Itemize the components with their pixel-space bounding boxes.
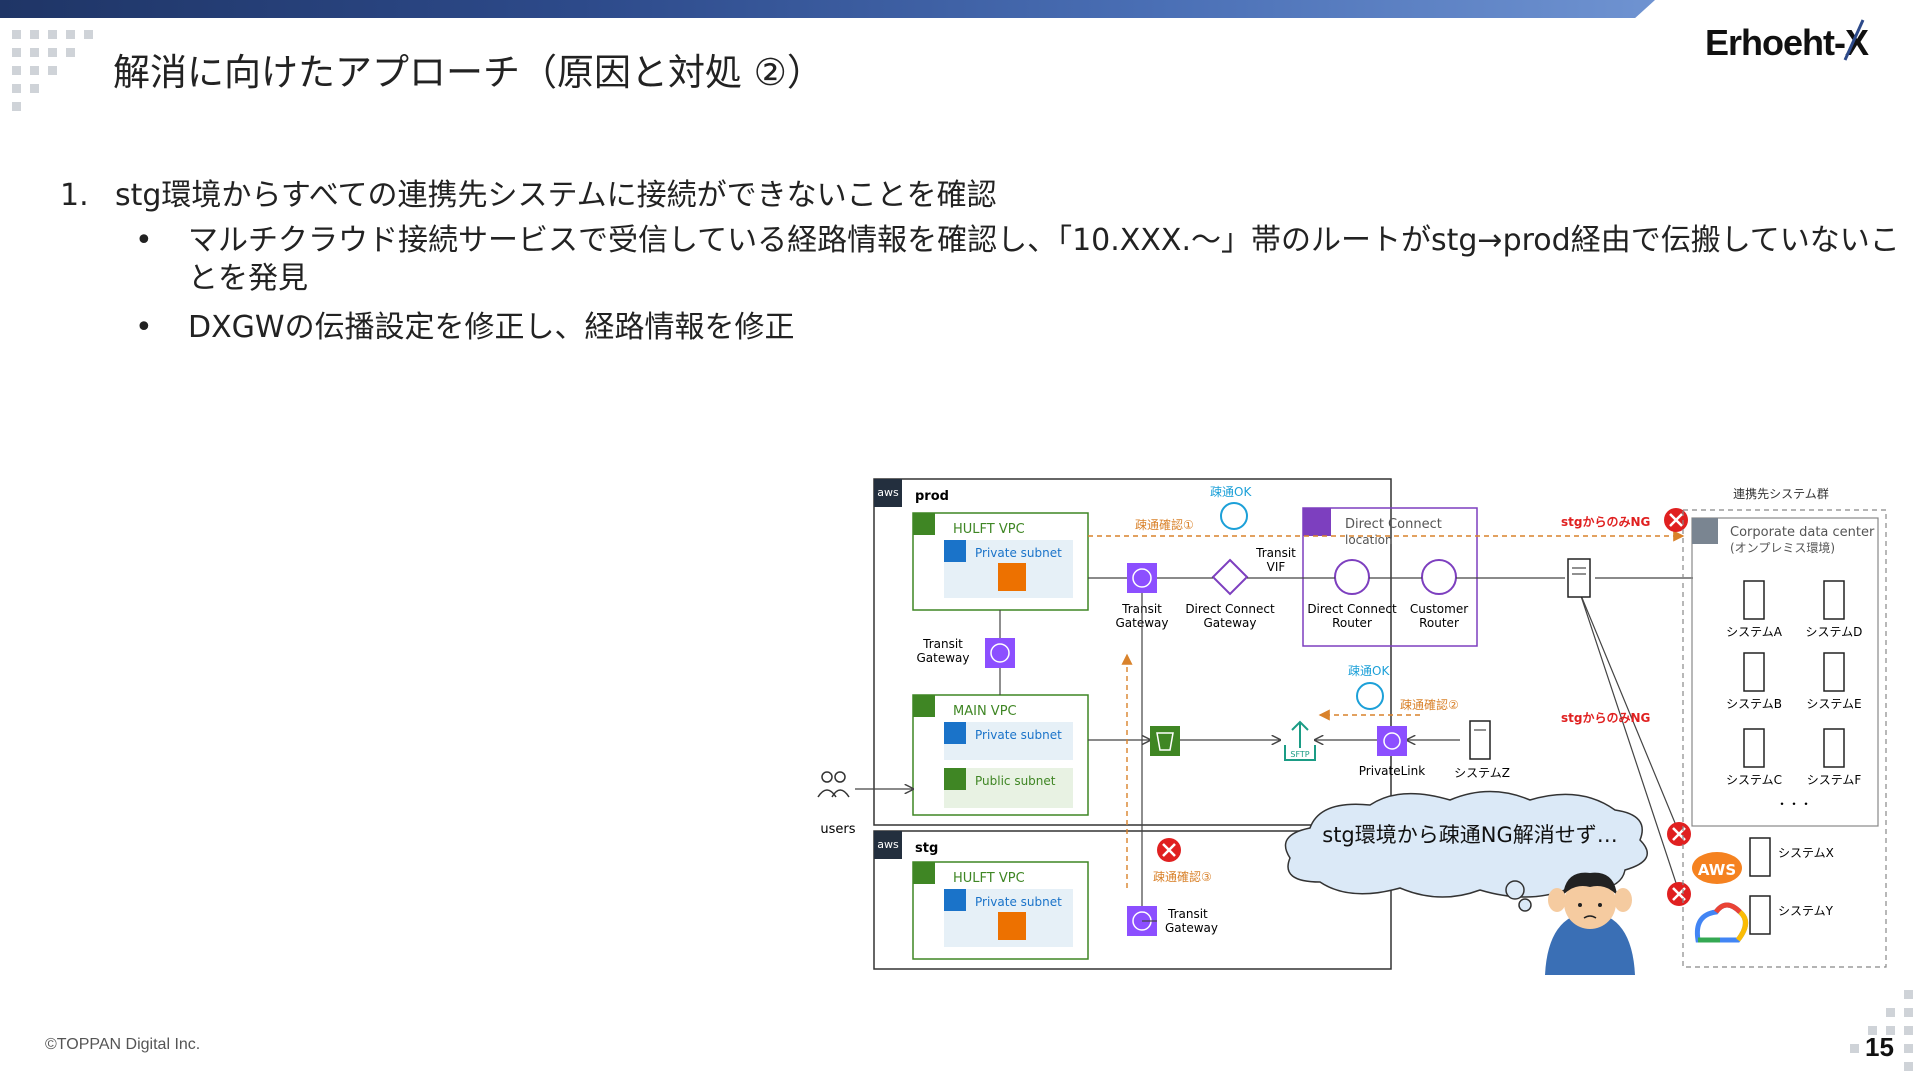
svg-text:(オンプレミス環境): (オンプレミス環境) <box>1730 540 1835 555</box>
check-1-label: 疎通確認① <box>1135 517 1194 532</box>
svg-text:Corporate data center: Corporate data center <box>1730 525 1875 540</box>
slide-title: 解消に向けたアプローチ（原因と対処 ②） <box>113 51 824 94</box>
google-cloud-logo <box>1694 902 1748 943</box>
svg-text:location: location <box>1345 533 1393 547</box>
system-label: システムD <box>1806 625 1863 639</box>
hulft-vpc-stg: HULFT VPC Private subnet <box>912 861 1089 960</box>
onprem-servers <box>1743 580 1845 935</box>
svg-text:Gateway: Gateway <box>916 651 969 665</box>
aws-badge: aws <box>877 486 899 499</box>
svg-text:SFTP: SFTP <box>1290 750 1309 759</box>
main-vpc: MAIN VPC Private subnet Public subnet <box>912 694 1089 816</box>
list-number: 1. <box>60 178 89 213</box>
ng-x-icon <box>1667 822 1691 846</box>
connectivity-check-lines <box>1088 530 1685 888</box>
company-logo: Erhoeht-X <box>1705 18 1877 68</box>
system-z-server-icon: システムZ <box>1454 720 1510 780</box>
ellipsis: ・・・ <box>1776 797 1812 811</box>
footer-copyright: ©TOPPAN Digital Inc. <box>45 1036 201 1053</box>
corner-dots-decoration <box>0 0 100 120</box>
aws-badge: aws <box>877 838 899 851</box>
transit-gateway-main-icon: Transit Gateway <box>916 637 1015 668</box>
system-label: システムC <box>1726 773 1782 787</box>
svg-text:PrivateLink: PrivateLink <box>1359 764 1425 778</box>
svg-text:HULFT VPC: HULFT VPC <box>953 522 1025 537</box>
svg-text:MAIN VPC: MAIN VPC <box>953 704 1017 719</box>
svg-text:システムZ: システムZ <box>1454 766 1510 780</box>
svg-text:HULFT VPC: HULFT VPC <box>953 871 1025 886</box>
connection-lines <box>855 577 1693 922</box>
ng-label-1: stgからのみNG <box>1561 515 1650 529</box>
svg-text:Router: Router <box>1419 616 1459 630</box>
svg-text:Router: Router <box>1332 616 1372 630</box>
aws-cloud-logo: AWS <box>1692 852 1742 884</box>
svg-text:Gateway: Gateway <box>1203 616 1256 630</box>
corner-dots-decoration-bottom <box>1840 985 1920 1080</box>
thought-cloud: stg環境から疎通NG解消せず… <box>1284 790 1649 912</box>
direct-connect-location-box: Direct Connect location Direct Connect R… <box>1302 507 1478 647</box>
ok-circle-icon <box>1356 682 1384 710</box>
edge-server-icon <box>1567 558 1591 598</box>
svg-text:Public subnet: Public subnet <box>975 774 1056 788</box>
page-number: 15 <box>1865 1032 1894 1062</box>
partner-systems-group: 連携先システム群 Corporate data center (オンプレミス環境… <box>1682 486 1887 968</box>
worried-person-illustration <box>1545 872 1635 975</box>
header-accent-bar <box>0 0 1655 18</box>
svg-text:Transit: Transit <box>1167 907 1208 921</box>
system-label: システムB <box>1726 697 1782 711</box>
ok-label-1: 疎通OK <box>1210 485 1252 499</box>
transit-gateway-stg-icon: Transit Gateway <box>1127 906 1218 936</box>
bullet-symbol: • <box>135 223 153 258</box>
privatelink-icon: PrivateLink <box>1359 726 1425 778</box>
svg-text:Private subnet: Private subnet <box>975 895 1062 909</box>
system-x-label: システムX <box>1778 846 1834 860</box>
hulft-vpc-prod: HULFT VPC Private subnet <box>912 512 1089 611</box>
svg-text:Private subnet: Private subnet <box>975 728 1062 742</box>
check-2-label: 疎通確認② <box>1400 697 1459 712</box>
svg-text:Direct Connect: Direct Connect <box>1345 517 1442 532</box>
svg-text:Private subnet: Private subnet <box>975 546 1062 560</box>
cloud-text: stg環境から疎通NG解消せず… <box>1322 823 1618 847</box>
ok-label-2: 疎通OK <box>1348 664 1390 678</box>
stg-account-box: aws stg <box>873 830 1392 970</box>
s3-bucket-icon <box>1150 726 1180 756</box>
stg-label: stg <box>915 841 938 856</box>
ok-circle-icon <box>1220 502 1248 530</box>
sftp-icon: SFTP <box>1284 720 1316 761</box>
svg-text:Direct Connect: Direct Connect <box>1307 602 1397 616</box>
check-3-label: 疎通確認③ <box>1153 869 1212 884</box>
prod-label: prod <box>915 489 949 504</box>
svg-text:連携先システム群: 連携先システム群 <box>1733 486 1829 501</box>
transit-vif-label: Transit <box>1255 546 1296 560</box>
svg-text:Transit: Transit <box>922 637 963 651</box>
prod-account-box: aws prod <box>873 478 1392 826</box>
ng-x-icon <box>1157 838 1181 862</box>
svg-text:users: users <box>820 822 855 837</box>
bullet-text: DXGWの伝播設定を修正し、経路情報を修正 <box>188 310 795 345</box>
system-y-label: システムY <box>1778 904 1834 918</box>
ng-x-icon <box>1667 882 1691 906</box>
system-label: システムE <box>1806 697 1861 711</box>
direct-connect-gateway-icon: Direct Connect Gateway <box>1185 558 1275 630</box>
svg-text:Direct Connect: Direct Connect <box>1185 602 1275 616</box>
svg-text:Gateway: Gateway <box>1165 921 1218 935</box>
bullet-symbol: • <box>135 310 153 345</box>
system-label: システムA <box>1726 625 1783 639</box>
bullet-text: マルチクラウド接続サービスで受信している経路情報を確認し、「10.XXX.～」帯… <box>188 223 1900 296</box>
ng-label-2: stgからのみNG <box>1561 711 1650 725</box>
list-item-1: 1. stg環境からすべての連携先システムに接続ができないことを確認 <box>60 170 997 214</box>
logo-text: Erhoeht-X <box>1705 22 1869 63</box>
users-icon: users <box>817 771 856 837</box>
svg-text:VIF: VIF <box>1267 560 1286 574</box>
system-label: システムF <box>1807 773 1862 787</box>
ng-x-icon <box>1664 508 1688 532</box>
svg-text:AWS: AWS <box>1698 861 1736 879</box>
list-item-text: stg環境からすべての連携先システムに接続ができないことを確認 <box>115 178 997 213</box>
svg-text:Customer: Customer <box>1410 602 1468 616</box>
